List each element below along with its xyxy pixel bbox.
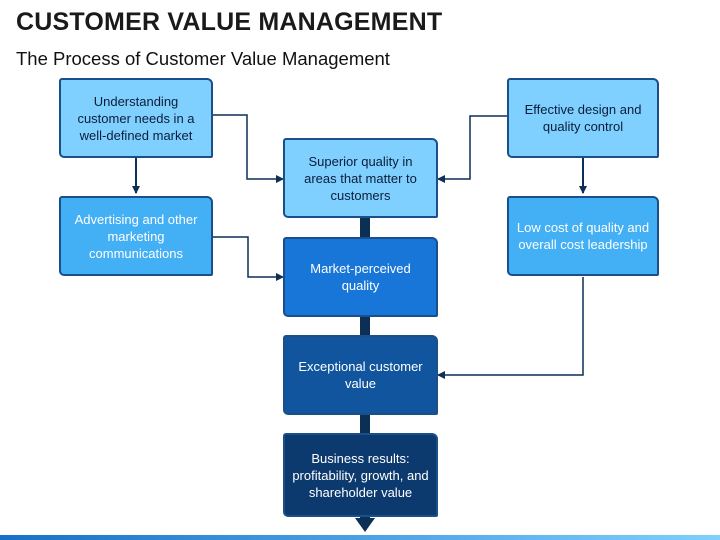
box-exceptional-customer-value: Exceptional customer value bbox=[283, 335, 438, 415]
box-superior-quality: Superior quality in areas that matter to… bbox=[283, 138, 438, 218]
box-advertising: Advertising and other marketing communic… bbox=[59, 196, 213, 276]
connector-understanding-to-superior bbox=[213, 114, 284, 183]
box-effective-design: Effective design and quality control bbox=[507, 78, 659, 158]
page-title: CUSTOMER VALUE MANAGEMENT bbox=[16, 8, 443, 36]
spine-arrowhead bbox=[355, 518, 375, 532]
connector-low-cost-to-exceptional bbox=[437, 277, 584, 379]
page-subtitle: The Process of Customer Value Management bbox=[16, 48, 390, 69]
box-business-results: Business results: profitability, growth,… bbox=[283, 433, 438, 517]
connector-design-to-superior bbox=[437, 115, 507, 183]
box-understanding-customer-needs: Understanding customer needs in a well-d… bbox=[59, 78, 213, 158]
bottom-accent-bar bbox=[0, 535, 720, 540]
box-low-cost-quality: Low cost of quality and overall cost lea… bbox=[507, 196, 659, 276]
box-market-perceived-quality: Market-perceived quality bbox=[283, 237, 438, 317]
connector-advertising-to-market-perceived bbox=[213, 236, 284, 281]
